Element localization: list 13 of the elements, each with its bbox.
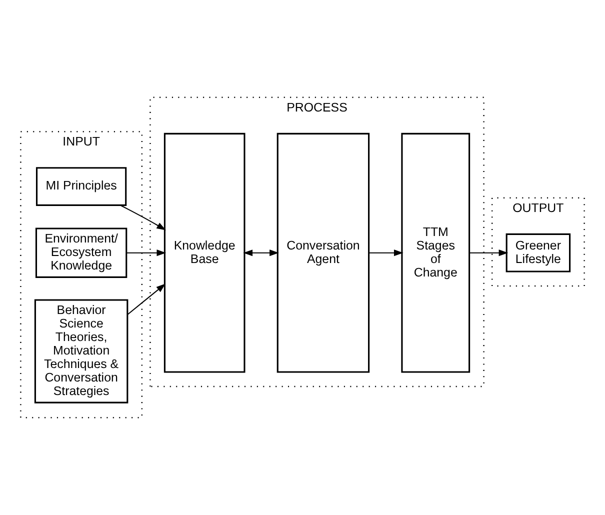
arrow [120,204,166,230]
node-box: MI Principles [36,167,127,206]
arrow [368,250,404,256]
node-box: TTM Stages of Change [401,132,470,373]
node-box: Environment/ Ecosystem Knowledge [35,228,128,278]
node-box: Conversation Agent [276,132,370,373]
node-box: Greener Lifestyle [506,233,571,272]
arrow [243,250,279,256]
node-box: Behavior Science Theories, Motivation Techniques & Conversation Strategies [34,299,128,404]
arrow [470,250,508,256]
arrow [127,284,166,316]
node-box: Knowledge Base [164,132,246,373]
arrow [126,250,166,256]
